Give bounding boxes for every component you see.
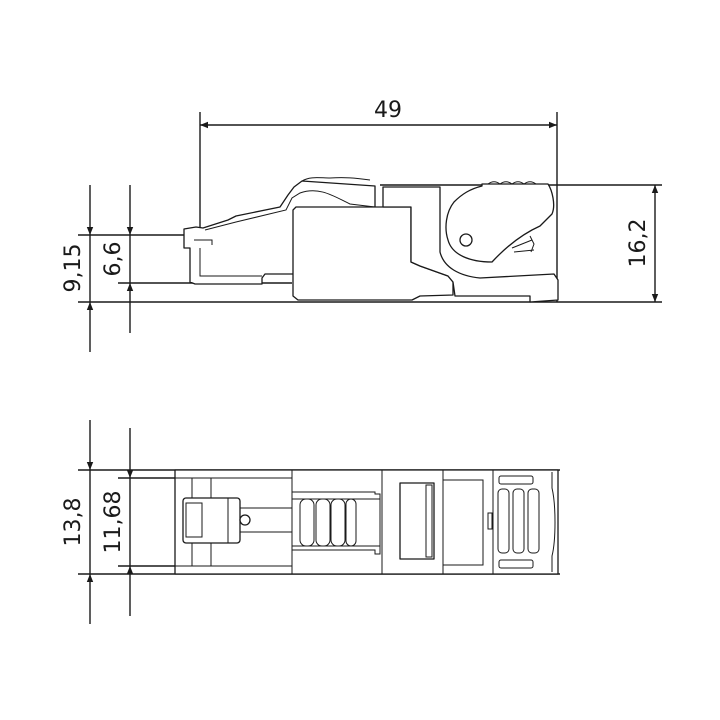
pivot-hole: [459, 233, 473, 247]
connector-side-outline: [183, 177, 559, 303]
side-view: 49 16,2 9,15 6,6: [61, 98, 662, 352]
height-left-dimension-label: 9,15: [61, 244, 86, 293]
top-view: 13,8 11,68: [61, 420, 560, 624]
width-plug-dimension-label: 11,68: [101, 491, 126, 554]
length-dimension-label: 49: [374, 98, 402, 123]
height-plug-dimension-label: 6,6: [101, 242, 126, 277]
height-total-dimension-label: 16,2: [626, 219, 651, 268]
connector-top-outline: [174, 469, 559, 575]
width-total-dimension-label: 13,8: [61, 498, 86, 547]
